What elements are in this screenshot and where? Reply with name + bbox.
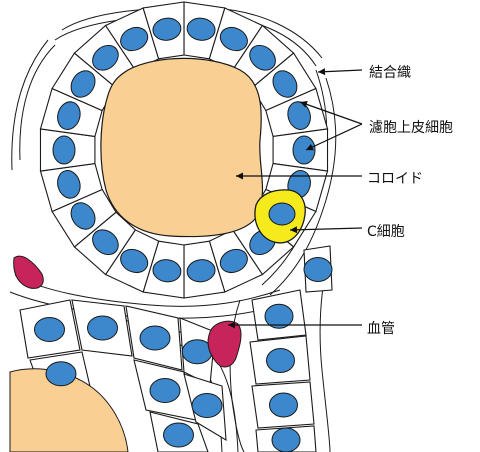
pointer-connective-tissue-head: [318, 68, 325, 75]
nucleus: [192, 394, 222, 418]
label-follicular-epithelial-cells: 濾胞上皮細胞: [369, 117, 453, 137]
nucleus: [46, 362, 76, 386]
nucleus: [88, 316, 118, 340]
label-blood-vessel: 血管: [367, 318, 395, 338]
nucleus: [140, 326, 170, 350]
nucleus: [267, 349, 295, 373]
colloid: [101, 58, 263, 236]
label-c-cell: C細胞: [367, 221, 405, 241]
nucleus: [53, 136, 75, 164]
blood-vessel: [208, 321, 241, 367]
label-connective-tissue: 結合織: [369, 62, 411, 82]
nucleus: [272, 428, 300, 452]
nucleus: [304, 258, 332, 282]
blood-vessel-left: [14, 256, 44, 288]
nucleus: [270, 393, 298, 417]
nucleus: [164, 423, 194, 447]
nucleus: [35, 318, 65, 342]
label-colloid: コロイド: [367, 168, 423, 188]
nucleus: [150, 379, 180, 403]
